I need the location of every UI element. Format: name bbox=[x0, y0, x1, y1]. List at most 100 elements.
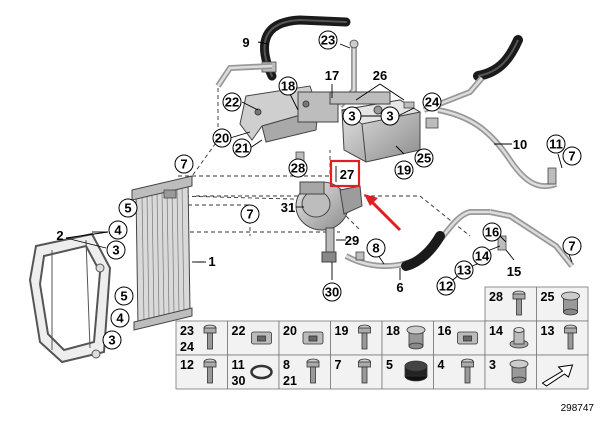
callout-27-highlighted: 27 bbox=[329, 159, 361, 188]
legend-part-number-secondary: 21 bbox=[283, 374, 297, 388]
callout-20: 20 bbox=[212, 128, 232, 148]
highlight-box bbox=[329, 159, 361, 188]
nut-sleeve-icon bbox=[406, 325, 426, 350]
callout-17: 17 bbox=[325, 68, 339, 83]
legend-part-number: 11 bbox=[232, 358, 245, 372]
legend-cell-22: 22 bbox=[227, 320, 280, 356]
callout-label: 28 bbox=[291, 161, 305, 176]
legend-cell-13: 13 bbox=[536, 320, 589, 356]
callout-12: 12 bbox=[436, 276, 456, 296]
legend-part-number: 28 bbox=[489, 290, 503, 304]
grommet-icon bbox=[561, 291, 580, 316]
heat-exchanger bbox=[329, 91, 422, 163]
grommet-icon bbox=[509, 359, 529, 384]
callout-label: 7 bbox=[246, 207, 253, 222]
callout-label: 20 bbox=[215, 131, 229, 146]
legend-cell-8: 821 bbox=[278, 354, 331, 390]
callout-4-left-bottom: 4 bbox=[110, 308, 130, 328]
legend-cell-14: 14 bbox=[484, 320, 537, 356]
legend-cell-20: 20 bbox=[278, 320, 331, 356]
legend-cell-18: 18 bbox=[381, 320, 434, 356]
callout-label: 3 bbox=[386, 109, 393, 124]
legend-arrow-cell bbox=[536, 354, 589, 390]
clamp-icon bbox=[302, 331, 324, 345]
callout-label: 4 bbox=[114, 223, 122, 238]
callout-label: 27 bbox=[340, 167, 354, 182]
callout-label: 5 bbox=[120, 289, 127, 304]
legend-part-number: 8 bbox=[283, 358, 290, 372]
callout-2: 2 bbox=[56, 228, 63, 243]
callout-7-left: 7 bbox=[174, 154, 194, 174]
bolt-collar-icon bbox=[358, 358, 371, 384]
callout-18: 18 bbox=[278, 76, 298, 96]
legend-part-number: 18 bbox=[386, 324, 400, 338]
pipe-10 bbox=[422, 76, 558, 190]
callout-22: 22 bbox=[222, 92, 242, 112]
legend-part-number: 20 bbox=[283, 324, 297, 338]
callout-label: 19 bbox=[397, 163, 411, 178]
legend-cell-28: 28 bbox=[484, 286, 537, 322]
callout-label: 13 bbox=[457, 263, 471, 278]
callout-label: 16 bbox=[485, 225, 499, 240]
legend-cell-12: 12 bbox=[175, 354, 228, 390]
callout-label: 1 bbox=[208, 254, 215, 269]
direction-arrow-icon bbox=[541, 364, 574, 387]
callout-label: 23 bbox=[321, 33, 335, 48]
callout-label: 24 bbox=[425, 95, 440, 110]
callout-1: 1 bbox=[192, 254, 216, 269]
callout-label: 17 bbox=[325, 68, 339, 83]
legend-part-number: 3 bbox=[489, 358, 496, 372]
legend-cell-16: 16 bbox=[433, 320, 486, 356]
legend-part-number: 12 bbox=[180, 358, 194, 372]
callout-26: 26 bbox=[373, 68, 387, 83]
legend-part-number: 16 bbox=[438, 324, 452, 338]
callout-6: 6 bbox=[396, 280, 403, 295]
callout-label: 31 bbox=[281, 200, 295, 215]
callout-label: 3 bbox=[108, 333, 115, 348]
callout-9: 9 bbox=[242, 35, 249, 50]
legend-part-number: 22 bbox=[232, 324, 246, 338]
callout-label: 30 bbox=[325, 285, 339, 300]
cooler-frame bbox=[28, 232, 112, 364]
bolt-hex-icon bbox=[203, 324, 217, 350]
callout-label: 15 bbox=[507, 264, 521, 279]
callout-10: 10 bbox=[513, 137, 527, 152]
clip-icon bbox=[251, 331, 272, 345]
callout-13: 13 bbox=[454, 260, 474, 280]
highlight-arrow bbox=[364, 194, 402, 232]
pipe-7-right bbox=[489, 209, 575, 268]
legend-cell-4: 4 bbox=[433, 354, 486, 390]
legend-part-number: 19 bbox=[335, 324, 349, 338]
legend-part-number: 4 bbox=[438, 358, 445, 372]
callout-label: 9 bbox=[242, 35, 249, 50]
callout-label: 14 bbox=[475, 249, 490, 264]
callout-21: 21 bbox=[232, 138, 252, 158]
callout-30: 30 bbox=[322, 282, 342, 302]
clip-square-icon bbox=[457, 331, 478, 345]
legend-part-number-secondary: 30 bbox=[232, 374, 246, 388]
callout-label: 11 bbox=[549, 137, 563, 152]
o-ring-icon bbox=[250, 364, 273, 380]
callout-23: 23 bbox=[318, 30, 338, 50]
callout-3-left-top: 3 bbox=[106, 240, 126, 260]
callout-label: 18 bbox=[281, 79, 295, 94]
document-number: 298747 bbox=[561, 403, 595, 414]
callout-7-right: 7 bbox=[562, 236, 582, 256]
callout-label: 29 bbox=[345, 233, 359, 248]
bolt-long-icon bbox=[564, 324, 577, 350]
callout-7-center: 7 bbox=[240, 204, 260, 224]
callout-label: 26 bbox=[373, 68, 387, 83]
oil-cooler bbox=[131, 175, 193, 331]
legend-cell-19: 19 bbox=[330, 320, 383, 356]
callout-label: 6 bbox=[396, 280, 403, 295]
callout-label: 7 bbox=[568, 239, 575, 254]
pipe-7-upper bbox=[215, 63, 273, 88]
callout-7-right-top: 7 bbox=[562, 146, 582, 166]
callout-label: 21 bbox=[235, 141, 249, 156]
arrow-shaft bbox=[368, 198, 402, 232]
hardware-pieces bbox=[295, 101, 557, 261]
